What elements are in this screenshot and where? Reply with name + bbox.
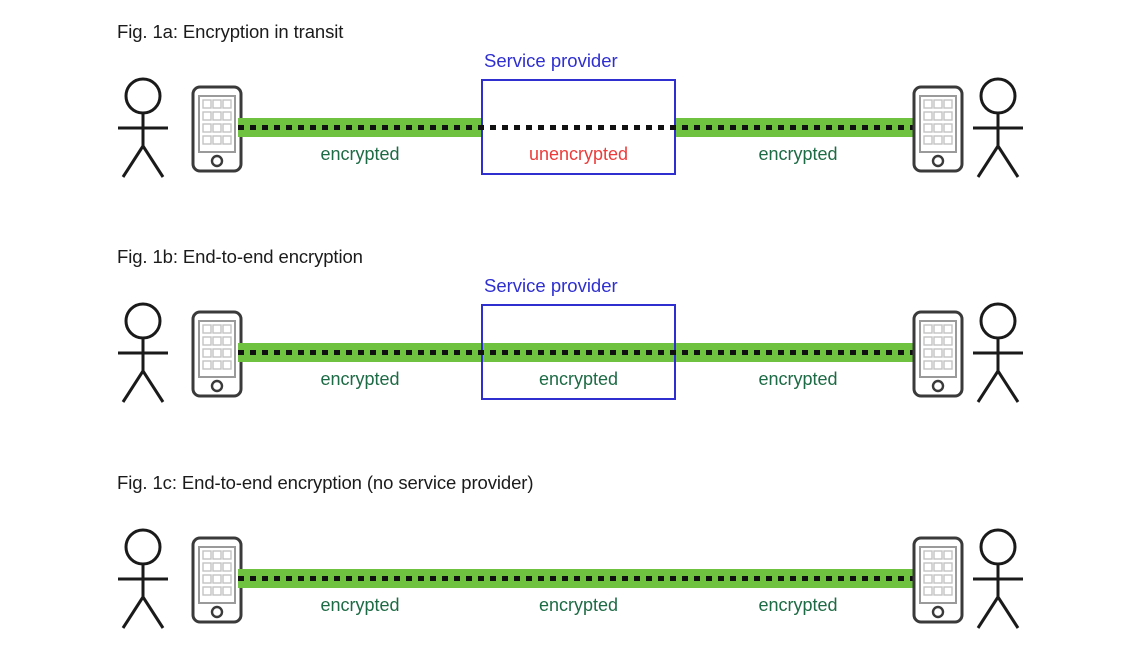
figure-1a-label-middle: unencrypted bbox=[528, 144, 629, 164]
figure-1a-scene: Service provider bbox=[0, 50, 1140, 198]
figure-1c-label-middle: encrypted bbox=[538, 595, 619, 615]
figure-1b: Fig. 1b: End-to-end encryption bbox=[0, 225, 1140, 435]
figure-1a-title: Fig. 1a: Encryption in transit bbox=[117, 21, 344, 42]
right-smartphone-icon bbox=[912, 85, 964, 173]
figure-1b-service-provider-label: Service provider bbox=[484, 275, 618, 296]
figure-1b-title: Fig. 1b: End-to-end encryption bbox=[117, 246, 363, 267]
figure-1b-label-right: encrypted bbox=[758, 369, 838, 389]
right-person-stick-figure-icon bbox=[965, 527, 1031, 631]
left-smartphone-icon bbox=[191, 310, 243, 398]
figure-1c: Fig. 1c: End-to-end encryption (no servi… bbox=[0, 451, 1140, 656]
figure-1a-label-left: encrypted bbox=[320, 144, 400, 164]
right-smartphone-icon bbox=[912, 536, 964, 624]
right-smartphone-icon bbox=[912, 310, 964, 398]
left-smartphone-icon bbox=[191, 85, 243, 173]
figure-1a-service-provider-label: Service provider bbox=[484, 50, 618, 71]
figure-1b-scene: Service provider bbox=[0, 275, 1140, 423]
figure-1c-scene: encrypted encrypted encrypted bbox=[0, 519, 1140, 649]
right-person-stick-figure-icon bbox=[965, 76, 1031, 180]
figure-1b-label-left: encrypted bbox=[320, 369, 400, 389]
figure-1c-title: Fig. 1c: End-to-end encryption (no servi… bbox=[117, 472, 534, 493]
figure-1a-data-line bbox=[238, 125, 917, 130]
left-person-stick-figure-icon bbox=[110, 301, 176, 405]
figure-1c-label-left: encrypted bbox=[320, 595, 400, 615]
figure-1a: Fig. 1a: Encryption in transit bbox=[0, 0, 1140, 210]
figure-1a-label-right: encrypted bbox=[758, 144, 838, 164]
figure-1b-label-middle: encrypted bbox=[538, 369, 619, 389]
left-person-stick-figure-icon bbox=[110, 527, 176, 631]
left-person-stick-figure-icon bbox=[110, 76, 176, 180]
right-person-stick-figure-icon bbox=[965, 301, 1031, 405]
left-smartphone-icon bbox=[191, 536, 243, 624]
figure-1c-data-line bbox=[238, 576, 917, 581]
figure-1c-label-right: encrypted bbox=[758, 595, 838, 615]
figure-1b-data-line bbox=[238, 350, 917, 355]
